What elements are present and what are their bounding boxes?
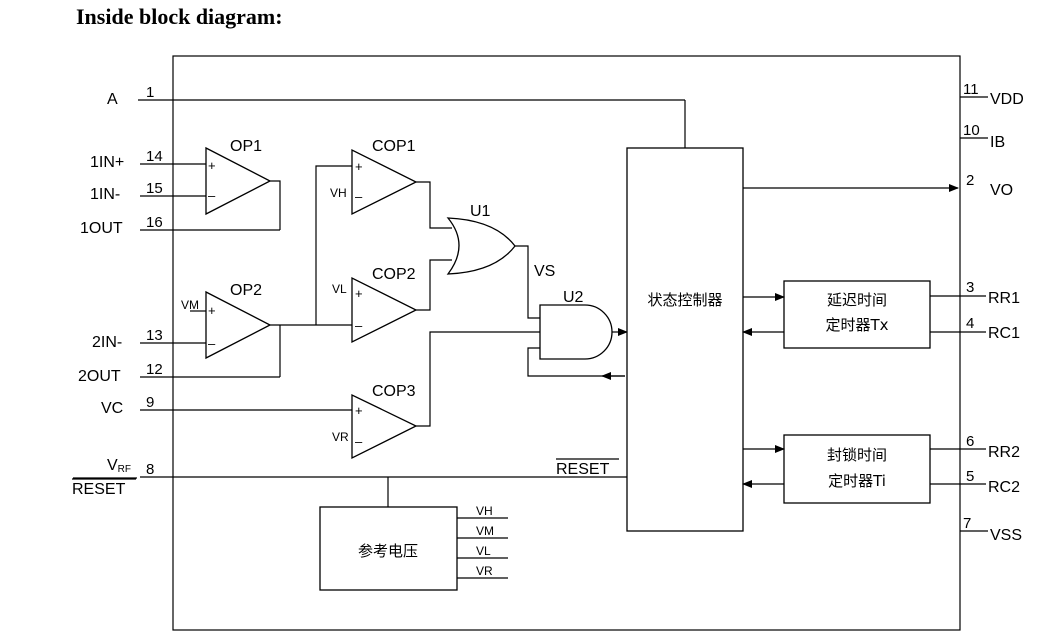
pin-rr2: 6 RR2 xyxy=(930,433,1020,461)
cop2-ref: VL xyxy=(332,282,347,296)
u1-label: U1 xyxy=(470,203,491,220)
svg-text:+: + xyxy=(355,403,363,418)
cop3-label: COP3 xyxy=(372,383,416,400)
reference-voltage-block: 参考电压 VH VM VL VR xyxy=(319,477,508,591)
svg-text:15: 15 xyxy=(146,180,163,197)
svg-text:–: – xyxy=(208,188,216,203)
svg-text:11: 11 xyxy=(963,81,979,98)
op1-amplifier: + – OP1 xyxy=(205,138,281,230)
pin-1out: 1OUT 16 xyxy=(80,214,280,237)
svg-text:3: 3 xyxy=(966,279,974,296)
svg-text:RC2: RC2 xyxy=(988,479,1020,496)
svg-text:定时器Ti: 定时器Ti xyxy=(828,472,886,490)
pin-2in-minus: 2IN- 13 xyxy=(92,327,206,351)
cop3-ref: VR xyxy=(332,430,349,444)
ref-vh: VH xyxy=(476,504,493,518)
svg-text:IB: IB xyxy=(990,134,1005,151)
svg-text:2IN-: 2IN- xyxy=(92,334,122,351)
svg-text:4: 4 xyxy=(966,315,974,332)
reset-label: RESET xyxy=(556,461,610,478)
op2-ref: VM xyxy=(181,298,199,312)
pin-1in-minus: 1IN- 15 xyxy=(90,180,206,203)
pin-a-number: 1 xyxy=(146,84,154,101)
page-title: Inside block diagram: xyxy=(76,4,283,29)
svg-text:6: 6 xyxy=(966,433,974,450)
svg-text:VDD: VDD xyxy=(990,91,1024,108)
pin-vo: 2 VO xyxy=(966,172,1013,199)
svg-text:VSS: VSS xyxy=(990,527,1022,544)
vs-label: VS xyxy=(534,263,555,280)
svg-text:–: – xyxy=(355,189,363,204)
svg-text:VRF: VRF xyxy=(107,457,131,475)
pin-vc: VC 9 xyxy=(101,394,352,417)
ref-vr: VR xyxy=(476,564,493,578)
pin-a: A 1 xyxy=(107,84,685,108)
u2-and-gate: U2 xyxy=(527,289,628,380)
delay-timer-tx-block: 延迟时间 定时器Tx xyxy=(742,280,931,349)
cop1-ref: VH xyxy=(330,186,347,200)
svg-text:RR1: RR1 xyxy=(988,290,1020,307)
svg-text:+: + xyxy=(208,158,216,173)
svg-text:+: + xyxy=(355,159,363,174)
pin-ib: 10 IB xyxy=(960,122,1005,151)
svg-text:2: 2 xyxy=(966,172,974,189)
cop2-comparator: + – COP2 VL xyxy=(332,259,452,344)
svg-text:RC1: RC1 xyxy=(988,325,1020,342)
svg-text:5: 5 xyxy=(966,468,974,485)
cop2-label: COP2 xyxy=(372,266,416,283)
cop1-comparator: + – COP1 VH xyxy=(330,138,452,229)
state-controller-block: 状态控制器 xyxy=(626,100,959,532)
cop3-comparator: + – COP3 VR xyxy=(332,331,540,460)
u1-or-gate: U1 VS xyxy=(446,203,555,319)
pin-vss: 7 VSS xyxy=(960,515,1022,544)
state-controller-label: 状态控制器 xyxy=(647,291,722,309)
svg-text:VC: VC xyxy=(101,400,123,417)
pin-vdd: 11 VDD xyxy=(960,81,1024,108)
op2-label: OP2 xyxy=(230,282,262,299)
pin-2out: 2OUT 12 xyxy=(78,361,280,385)
svg-text:8: 8 xyxy=(146,461,154,478)
pin-vrf-reset: VRF RESET 8 xyxy=(72,457,627,498)
ref-vl: VL xyxy=(476,544,491,558)
pin-rr1: 3 RR1 xyxy=(930,279,1020,307)
lockout-timer-ti-block: 封锁时间 定时器Ti xyxy=(742,434,931,504)
op2-amplifier: + – OP2 VM xyxy=(181,282,316,377)
svg-text:+: + xyxy=(208,303,216,318)
svg-text:+: + xyxy=(355,286,363,301)
svg-text:14: 14 xyxy=(146,148,163,165)
svg-text:延迟时间: 延迟时间 xyxy=(827,291,887,309)
op1-label: OP1 xyxy=(230,138,262,155)
u2-label: U2 xyxy=(563,289,584,306)
svg-text:–: – xyxy=(355,318,363,333)
pin-a-name: A xyxy=(107,91,118,108)
ref-vm: VM xyxy=(476,524,494,538)
svg-text:RR2: RR2 xyxy=(988,444,1020,461)
svg-text:定时器Tx: 定时器Tx xyxy=(825,316,888,334)
svg-text:VO: VO xyxy=(990,182,1013,199)
svg-text:封锁时间: 封锁时间 xyxy=(827,446,887,464)
pin-1in-plus: 1IN+ 14 xyxy=(90,148,206,171)
pin-reset-name: RESET xyxy=(72,481,126,498)
svg-text:16: 16 xyxy=(146,214,163,231)
svg-text:9: 9 xyxy=(146,394,154,411)
svg-text:–: – xyxy=(355,434,363,449)
svg-text:13: 13 xyxy=(146,327,163,344)
svg-text:10: 10 xyxy=(963,122,980,139)
svg-text:–: – xyxy=(208,336,216,351)
svg-text:12: 12 xyxy=(146,361,163,378)
cop1-label: COP1 xyxy=(372,138,416,155)
svg-text:1OUT: 1OUT xyxy=(80,220,123,237)
svg-text:1IN-: 1IN- xyxy=(90,186,120,203)
svg-text:2OUT: 2OUT xyxy=(78,368,121,385)
reference-voltage-label: 参考电压 xyxy=(358,542,418,560)
pin-rc1: 4 RC1 xyxy=(930,315,1020,342)
pin-rc2: 5 RC2 xyxy=(930,468,1020,496)
svg-text:7: 7 xyxy=(963,515,971,532)
svg-text:1IN+: 1IN+ xyxy=(90,154,124,171)
